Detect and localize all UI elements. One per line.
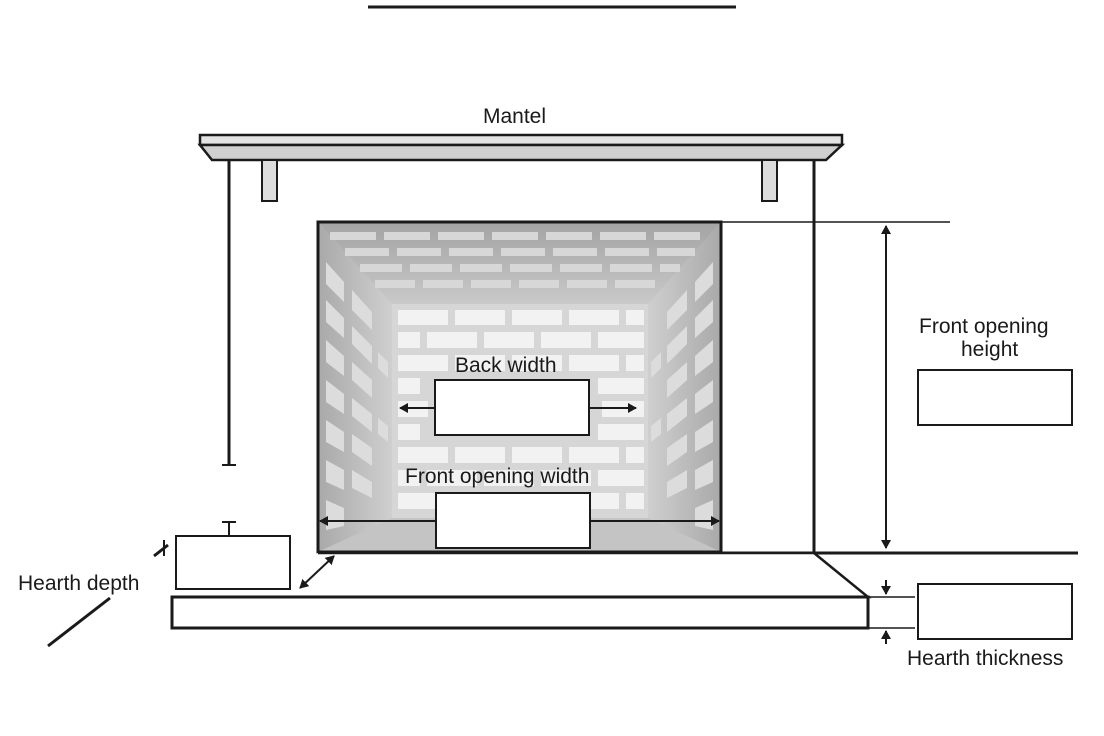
mantel-shelf bbox=[197, 133, 846, 202]
hearth-depth-arrow bbox=[299, 555, 335, 589]
hearth-depth-field[interactable] bbox=[175, 535, 291, 590]
back-width-label: Back width bbox=[455, 354, 557, 377]
hearth-thickness-field[interactable] bbox=[917, 583, 1073, 640]
right-side-bricks bbox=[651, 262, 713, 530]
front-opening-height-label-line2: height bbox=[961, 338, 1019, 361]
ceiling-bricks bbox=[330, 232, 700, 288]
back-width-field[interactable] bbox=[434, 379, 590, 436]
mantel-bracket-right bbox=[761, 159, 778, 202]
front-opening-width-field[interactable] bbox=[435, 492, 591, 549]
front-opening-height-field[interactable] bbox=[917, 369, 1073, 426]
front-opening-height-dimension bbox=[721, 221, 950, 549]
left-side-bricks bbox=[326, 262, 388, 530]
mantel-label: Mantel bbox=[483, 105, 547, 128]
hearth-thickness-dimension bbox=[868, 580, 915, 644]
hearth-depth-label: Hearth depth bbox=[18, 572, 140, 595]
hearth-thickness-label: Hearth thickness bbox=[907, 647, 1064, 670]
mantel-bracket-left bbox=[261, 159, 278, 202]
front-opening-height-label-line1: Front opening bbox=[919, 315, 1049, 338]
firebox bbox=[316, 220, 723, 554]
front-opening-width-label: Front opening width bbox=[405, 465, 590, 488]
hearth bbox=[170, 551, 872, 630]
